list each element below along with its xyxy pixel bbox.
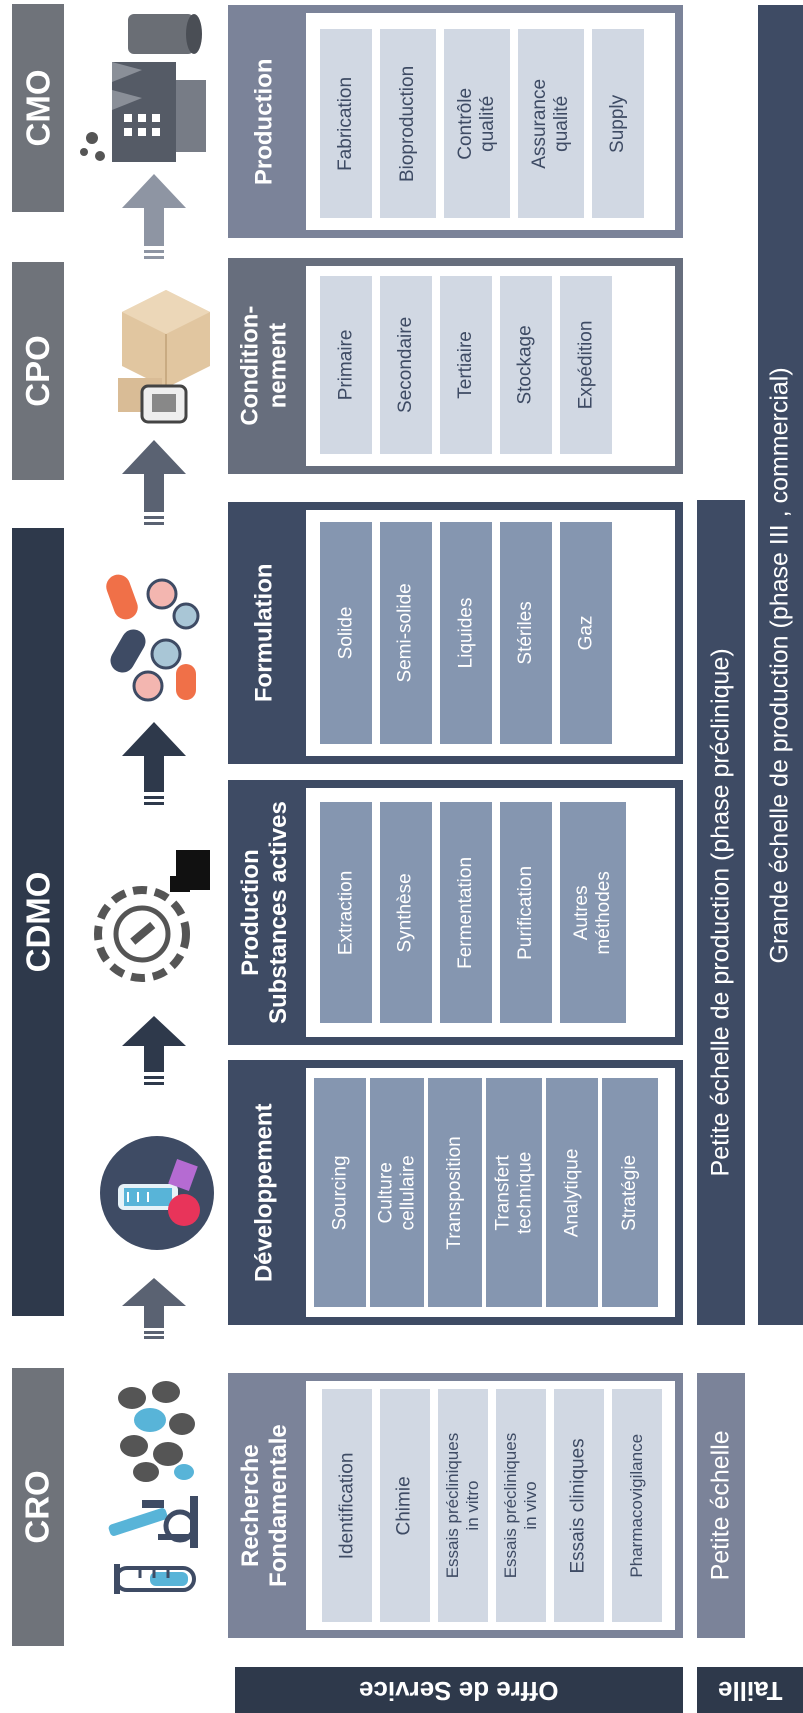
panel-inner: Identification Chimie Essais préclinique… [306, 1381, 675, 1630]
label-offre-de-service: Offre de Service [235, 1667, 683, 1713]
item-semi-solide: Semi-solide [380, 522, 432, 744]
item-identification: Identification [322, 1389, 372, 1622]
item-liquides: Liquides [440, 522, 492, 744]
panel-title-text: Développement [250, 1103, 278, 1282]
category-cdmo: CDMO [12, 528, 64, 1316]
item-sourcing: Sourcing [314, 1078, 366, 1307]
panel-formulation: Formulation Solide Semi-solide Liquides … [228, 502, 683, 764]
item-fabrication: Fabrication [320, 29, 372, 218]
panel-title: Condition- nement [228, 258, 300, 474]
category-cpo: CPO [12, 262, 64, 480]
category-cro: CRO [12, 1368, 64, 1646]
item-primaire: Primaire [320, 276, 372, 454]
panel-title: Recherche Fondamentale [228, 1373, 300, 1638]
panel-title: Production [228, 5, 300, 238]
pills-icon [104, 564, 206, 706]
panel-inner: Fabrication Bioproduction Contrôle quali… [306, 13, 675, 230]
label-taille-text: Taille [717, 1675, 783, 1706]
panel-production-substances: Production Substances actives Extraction… [228, 780, 683, 1045]
panel-title: Production Substances actives [228, 780, 300, 1045]
item-tertiaire: Tertiaire [440, 276, 492, 454]
item-strategie: Stratégie [602, 1078, 658, 1307]
item-controle-qualite: Contrôle qualité [444, 29, 510, 218]
scale-large-production-label: Grande échelle de production (phase III … [766, 366, 795, 964]
item-chimie: Chimie [380, 1389, 430, 1622]
item-essais-in-vivo: Essais précliniques in vivo [496, 1389, 546, 1622]
panel-inner: Primaire Secondaire Tertiaire Stockage E… [306, 266, 675, 466]
item-synthese: Synthèse [380, 802, 432, 1023]
item-steriles: Stériles [500, 522, 552, 744]
panel-inner: Extraction Synthèse Fermentation Purific… [306, 788, 675, 1037]
item-essais-in-vitro: Essais précliniques in vitro [438, 1389, 488, 1622]
item-fermentation: Fermentation [440, 802, 492, 1023]
item-solide: Solide [320, 522, 372, 744]
item-secondaire: Secondaire [380, 276, 432, 454]
arrow-icon [122, 1016, 186, 1088]
item-analytique: Analytique [546, 1078, 598, 1307]
scale-small-production-label: Petite échelle de production (phase préc… [706, 648, 735, 1177]
boxes-bottle-icon [112, 282, 212, 428]
panel-developpement: Développement Sourcing Culture cellulair… [228, 1060, 683, 1325]
panel-title: Formulation [228, 502, 300, 764]
arrow-icon [122, 1278, 186, 1340]
panel-inner: Solide Semi-solide Liquides Stériles Gaz [306, 510, 675, 756]
scale-small-production: Petite échelle de production (phase préc… [697, 500, 745, 1325]
test-tube-icon [110, 1560, 205, 1598]
category-cmo-label: CMO [19, 69, 57, 147]
panel-title-text: Production [250, 58, 278, 185]
scale-petite-echelle-label: Petite échelle [706, 1430, 735, 1581]
item-essais-cliniques: Essais cliniques [554, 1389, 604, 1622]
item-pharmacovigilance: Pharmacovigilance [612, 1389, 662, 1622]
label-offre-text: Offre de Service [359, 1675, 559, 1706]
panel-inner: Sourcing Culture cellulaire Transpositio… [306, 1068, 675, 1317]
factory-barrel-icon [78, 10, 216, 168]
item-bioproduction: Bioproduction [380, 29, 436, 218]
arrow-icon [122, 722, 186, 808]
panel-title-text: Production Substances actives [236, 801, 292, 1024]
arrow-icon [122, 174, 186, 262]
category-cdmo-label: CDMO [19, 871, 57, 973]
item-extraction: Extraction [320, 802, 372, 1023]
category-cmo: CMO [12, 4, 64, 212]
arrow-icon [122, 440, 186, 528]
item-stockage: Stockage [500, 276, 552, 454]
scale-large-production: Grande échelle de production (phase III … [758, 5, 803, 1325]
panel-production: Production Fabrication Bioproduction Con… [228, 5, 683, 238]
cells-icon [110, 1376, 202, 1484]
panel-title-text: Condition- nement [236, 306, 292, 426]
item-transfert-technique: Transfert technique [486, 1078, 542, 1307]
category-cpo-label: CPO [19, 335, 57, 407]
panel-conditionnement: Condition- nement Primaire Secondaire Te… [228, 258, 683, 474]
item-transposition: Transposition [428, 1078, 482, 1307]
item-purification: Purification [500, 802, 552, 1023]
item-culture-cellulaire: Culture cellulaire [370, 1078, 424, 1307]
gear-wrench-icon [92, 846, 214, 994]
item-expedition: Expédition [560, 276, 612, 454]
panel-recherche-fondamentale: Recherche Fondamentale Identification Ch… [228, 1373, 683, 1638]
scale-petite-echelle: Petite échelle [697, 1373, 745, 1638]
label-taille: Taille [697, 1667, 803, 1713]
item-assurance-qualite: Assurance qualité [518, 29, 584, 218]
item-gaz: Gaz [560, 522, 612, 744]
panel-title-text: Formulation [250, 563, 278, 703]
microscope-icon [102, 1490, 206, 1552]
item-autres-methodes: Autres méthodes [560, 802, 626, 1023]
panel-title: Développement [228, 1060, 300, 1325]
category-cro-label: CRO [19, 1470, 57, 1544]
panel-title-text: Recherche Fondamentale [236, 1424, 292, 1587]
lab-flask-icon [98, 1134, 216, 1252]
item-supply: Supply [592, 29, 644, 218]
